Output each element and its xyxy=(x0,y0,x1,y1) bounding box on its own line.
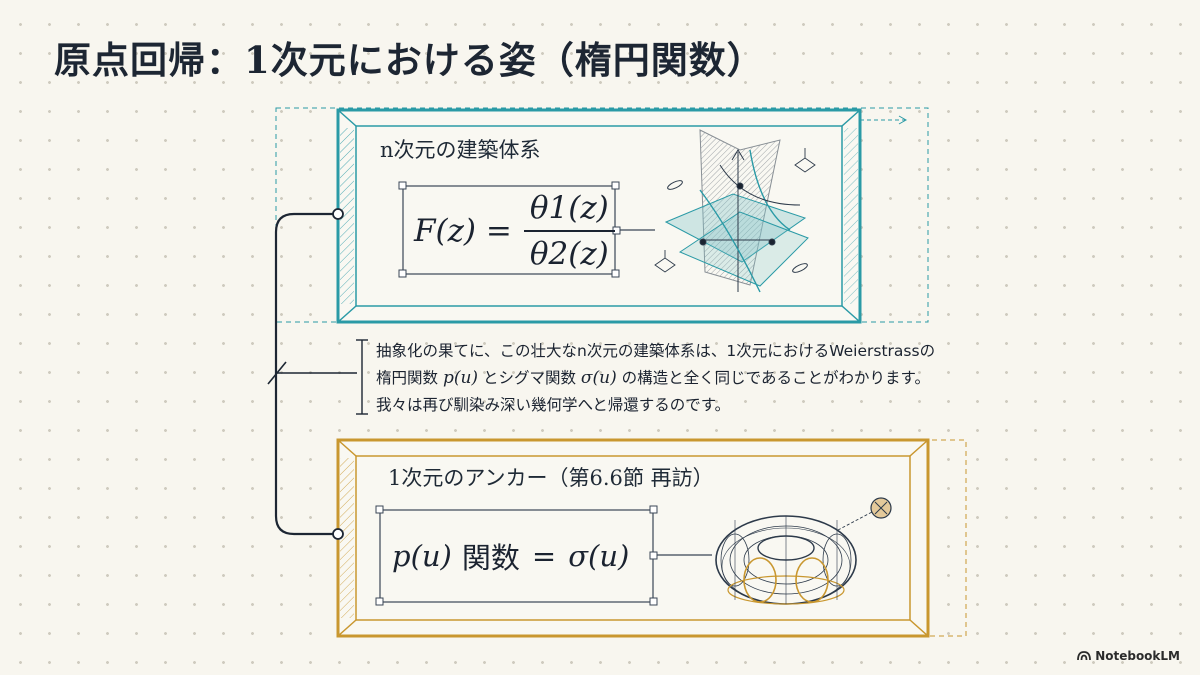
bottom-formula-equals: = xyxy=(531,539,557,573)
bottom-formula-word: 関数 xyxy=(461,541,520,575)
top-formula-fraction: θ1(z) θ2(z) xyxy=(523,190,615,272)
torus-illustration xyxy=(715,497,892,605)
bottom-frame xyxy=(336,438,967,638)
page-title: 原点回帰：1次元における姿（楕円関数） xyxy=(54,38,765,82)
top-box-title: n次元の建築体系 xyxy=(380,138,541,162)
bottom-box-title: 1次元のアンカー（第6.6節 再訪） xyxy=(388,466,714,490)
connector-bracket xyxy=(267,208,368,540)
notebooklm-logo-icon xyxy=(1077,651,1092,661)
n-dimensional-structure-illustration xyxy=(654,129,816,293)
top-formula-numerator: θ1(z) xyxy=(523,190,615,232)
bottom-formula-selection xyxy=(375,505,712,606)
top-formula-denominator: θ2(z) xyxy=(529,236,609,272)
top-formula-selection xyxy=(398,181,655,278)
description-line-1: 抽象化の果てに、この壮大なn次元の建築体系は、1次元におけるWeierstras… xyxy=(376,342,936,360)
top-formula: F(z) = θ1(z) θ2(z) xyxy=(414,190,615,272)
description-text: 抽象化の果てに、この壮大なn次元の建築体系は、1次元におけるWeierstras… xyxy=(376,338,1076,419)
bottom-formula-sigma: σ(u) xyxy=(568,539,630,573)
bottom-formula: p(u) 関数 = σ(u) xyxy=(392,532,629,580)
logo-text: NotebookLM xyxy=(1095,649,1180,663)
sigma-function-inline: σ(u) xyxy=(580,368,617,388)
top-formula-lhs: F(z) = xyxy=(414,213,512,249)
description-line-2: 楕円関数 p(u) とシグマ関数 σ(u) の構造と全く同じであることがわかりま… xyxy=(376,368,930,388)
description-line-3: 我々は再び馴染み深い幾何学へと帰還するのです。 xyxy=(376,396,731,414)
notebooklm-branding: NotebookLM xyxy=(1077,649,1180,663)
p-function-inline: p(u) xyxy=(442,368,479,388)
bottom-formula-p: p(u) xyxy=(392,539,452,573)
